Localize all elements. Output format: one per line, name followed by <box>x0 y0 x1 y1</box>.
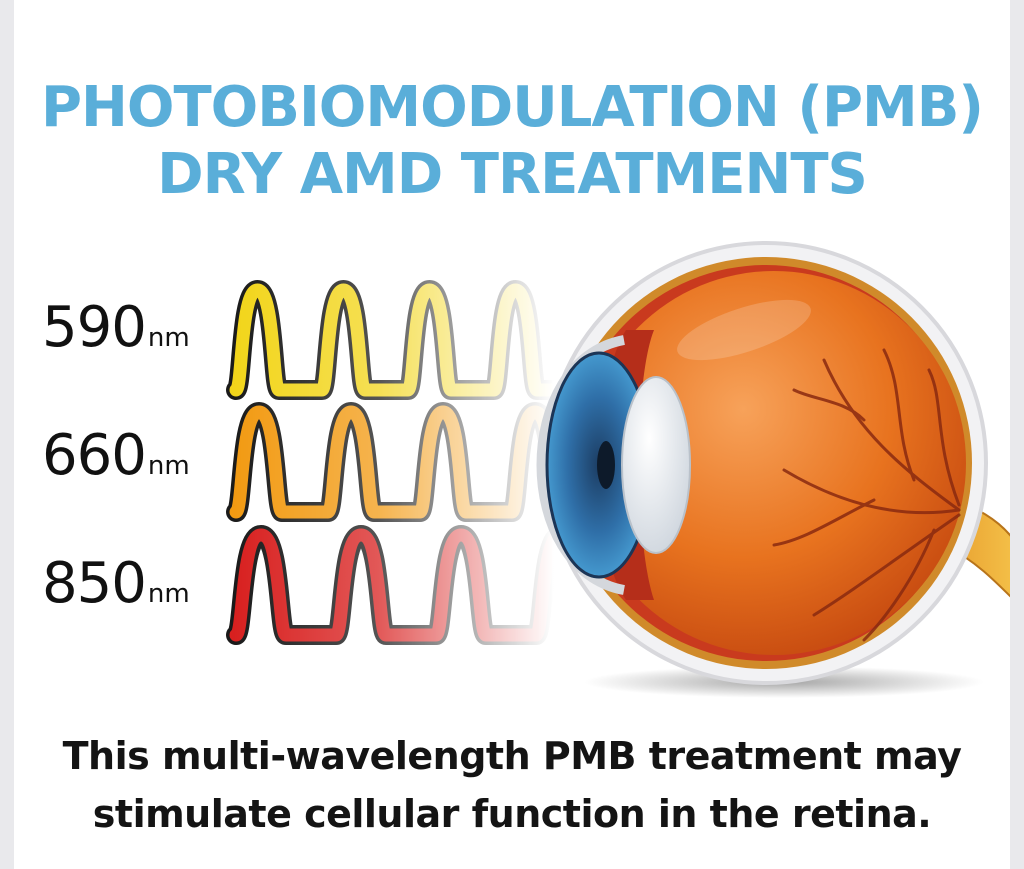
wave-660 <box>229 405 611 519</box>
wavelength-label-660: 660nm <box>42 428 190 484</box>
eye-icon <box>536 241 1010 698</box>
caption-line-2: stimulate cellular function in the retin… <box>92 792 932 836</box>
wavelength-unit: nm <box>147 323 190 353</box>
wavelength-label-850: 850nm <box>42 556 190 612</box>
eye-and-light-waves-illustration <box>226 241 1010 698</box>
infographic-card: PHOTOBIOMODULATION (PMB) DRY AMD TREATME… <box>14 0 1010 869</box>
wavelength-value: 850 <box>42 551 147 616</box>
wavelength-unit: nm <box>147 451 190 481</box>
headline-line-2: DRY AMD TREATMENTS <box>157 142 868 207</box>
wavelength-value: 660 <box>42 423 147 488</box>
caption-line-1: This multi-wavelength PMB treatment may <box>62 734 962 778</box>
wavelength-value: 590 <box>42 295 147 360</box>
wave-590 <box>229 283 587 397</box>
wavelength-label-590: 590nm <box>42 300 190 356</box>
headline-line-1: PHOTOBIOMODULATION (PMB) <box>40 75 984 140</box>
wavelength-unit: nm <box>147 579 190 609</box>
